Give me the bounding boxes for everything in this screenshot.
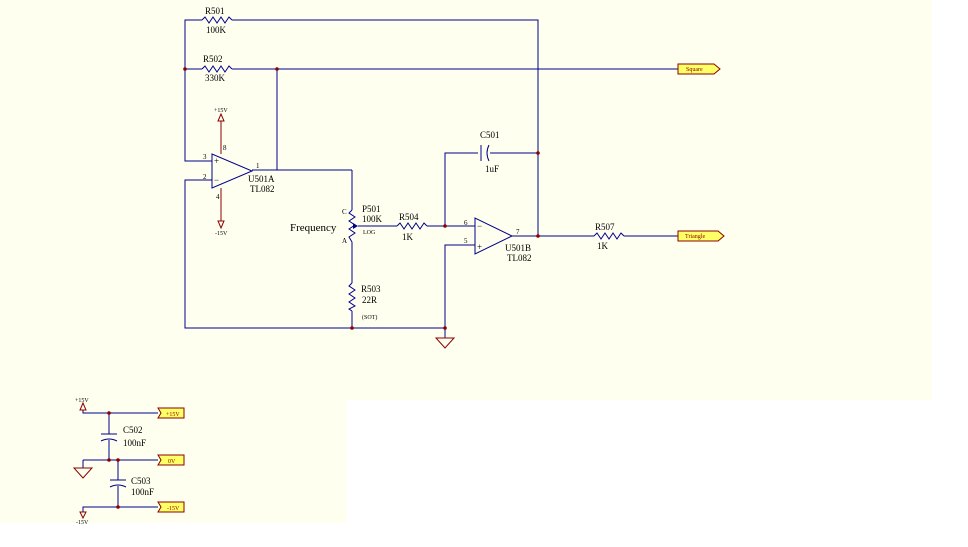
r504-ref: R504 — [399, 212, 419, 222]
c502-value: 100nF — [123, 438, 146, 448]
c501-value: 1uF — [485, 164, 499, 174]
ground-icon-lower — [72, 467, 94, 479]
resistor-r504: R504 1K — [396, 212, 428, 242]
r501-value: 100K — [206, 25, 227, 35]
vneg-arrow-icon — [217, 220, 225, 230]
ground-icon — [434, 337, 456, 349]
p501-taper: LOG — [363, 230, 376, 236]
port-square: Square — [677, 63, 721, 75]
u501a-vneg-label: -15V — [215, 231, 228, 237]
opamp-u501b: − + 6 5 7 U501B TL082 — [464, 217, 532, 263]
frequency-label: Frequency — [290, 222, 337, 234]
svg-text:+: + — [214, 156, 219, 166]
r503-value: 22R — [362, 295, 377, 305]
port-m15-label: -15V — [167, 506, 180, 512]
r507-value: 1K — [597, 241, 609, 251]
port-square-label: Square — [686, 67, 703, 73]
p501-value: 100K — [362, 214, 383, 224]
u501a-pin4: 4 — [216, 193, 220, 201]
resistor-r501: R501 100K — [201, 6, 233, 35]
potentiometer-p501: P501 100K LOG C A Frequency — [290, 204, 383, 245]
u501b-part: TL082 — [507, 253, 532, 263]
c502-ref: C502 — [123, 425, 143, 435]
u501a-pin1: 1 — [256, 162, 260, 170]
sheet-background — [0, 0, 932, 400]
r501-ref: R501 — [205, 6, 225, 16]
supply-vneg-label: -15V — [76, 520, 89, 526]
svg-text:+: + — [477, 242, 482, 252]
r507-ref: R507 — [595, 222, 615, 232]
u501b-ref: U501B — [505, 243, 531, 253]
wires — [82, 19, 678, 512]
c501-ref: C501 — [480, 130, 500, 140]
u501a-part: TL082 — [250, 184, 275, 194]
p501-pin-a: A — [342, 237, 347, 245]
r503-ref: R503 — [361, 284, 381, 294]
u501a-vpos-label: +15V — [214, 108, 228, 114]
svg-text:−: − — [214, 175, 219, 185]
resistor-r503: R503 22R (SOT) — [348, 282, 381, 321]
wiper-arrow-icon — [353, 223, 358, 229]
capacitor-c502: C502 100nF — [100, 425, 146, 448]
capacitor-c501: C501 1uF — [480, 130, 500, 174]
port-p15-label: +15V — [166, 412, 180, 418]
vpos-arrow-icon — [217, 112, 225, 122]
port-0v: 0V — [157, 454, 185, 466]
resistor-r502: R502 330K — [201, 54, 233, 83]
u501b-pin7: 7 — [516, 228, 520, 236]
p501-ref: P501 — [362, 204, 381, 214]
vpos-arrow-icon — [79, 401, 87, 411]
u501a-pin3: 3 — [203, 153, 207, 161]
u501a-power: +15V -15V — [214, 108, 228, 237]
power-supply-section: +15V -15V +15V 0V -15V — [75, 398, 185, 526]
svg-text:−: − — [477, 221, 482, 231]
resistor-r507: R507 1K — [593, 222, 625, 251]
c503-value: 100nF — [131, 487, 154, 497]
port-0v-label: 0V — [168, 459, 176, 465]
port-m15: -15V — [157, 501, 185, 513]
capacitor-c503: C503 100nF — [109, 476, 154, 497]
r502-ref: R502 — [203, 54, 223, 64]
p501-pin-c: C — [342, 208, 347, 216]
u501b-pin6: 6 — [464, 219, 468, 227]
r502-value: 330K — [205, 73, 226, 83]
supply-vpos-label: +15V — [75, 398, 89, 404]
port-p15: +15V — [157, 407, 185, 419]
vneg-arrow-icon — [79, 511, 87, 520]
u501a-ref: U501A — [248, 174, 275, 184]
c503-ref: C503 — [131, 476, 151, 486]
port-triangle-label: Triangle — [685, 234, 705, 240]
opamp-u501a: + − 3 2 1 8 4 U501A TL082 — [203, 144, 275, 201]
u501a-pin2: 2 — [203, 173, 207, 181]
r504-value: 1K — [402, 232, 414, 242]
u501a-pin8: 8 — [223, 144, 227, 152]
junctions — [107, 67, 540, 509]
u501b-pin5: 5 — [464, 237, 468, 245]
r503-note: (SOT) — [362, 314, 377, 321]
port-triangle: Triangle — [677, 230, 725, 242]
